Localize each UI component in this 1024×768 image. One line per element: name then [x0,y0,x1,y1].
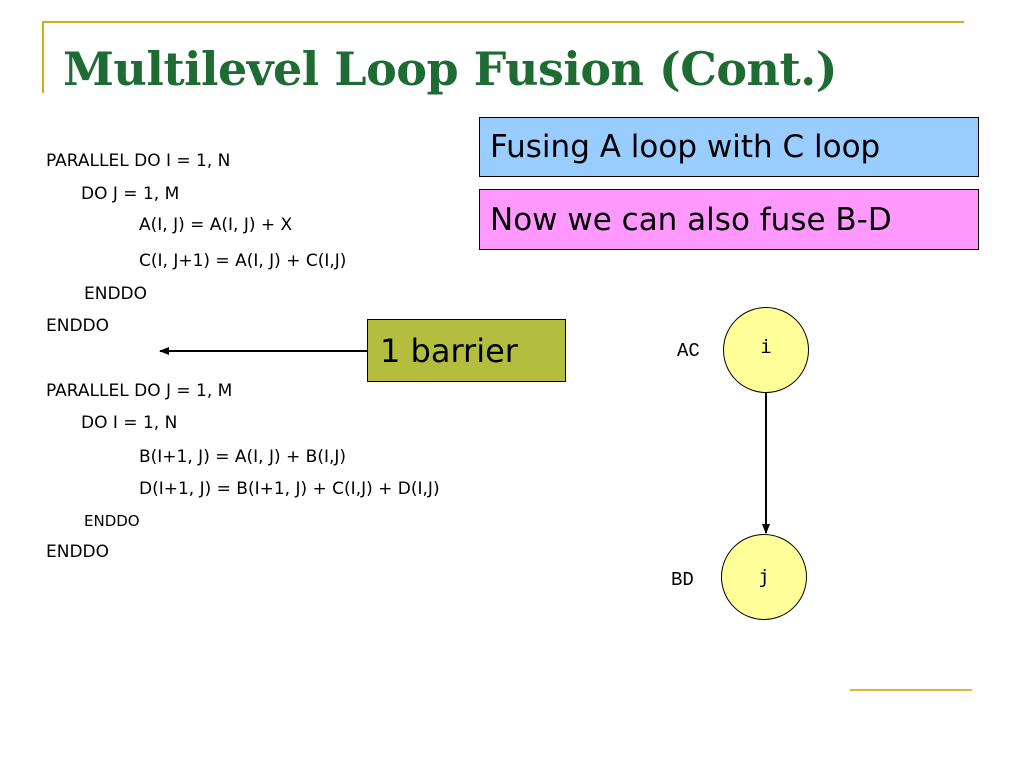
graph-node-j-text: j [758,566,770,588]
fuse-ac-callout: Fusing A loop with C loop [479,117,979,177]
code-block1-line4: C(I, J+1) = A(I, J) + C(I,J) [139,251,347,271]
code-block1-line3: A(I, J) = A(I, J) + X [139,215,293,235]
graph-node-i: i [723,307,809,393]
fuse-bd-callout: Now we can also fuse B-D [479,189,979,250]
code-block1-line5: ENDDO [84,284,148,304]
graph-node-i-text: i [760,336,772,358]
code-block1-line6: ENDDO [46,316,110,336]
node-j-label: BD [671,569,694,591]
code-block2-line5: ENDDO [84,512,140,530]
accent-left-rule [42,21,44,93]
node-i-label: AC [677,340,700,362]
code-block1-line1: PARALLEL DO I = 1, N [46,151,231,171]
graph-node-j: j [721,534,807,620]
code-block2-line2: DO I = 1, N [81,413,178,433]
accent-top-rule [42,21,964,23]
code-block2-line6: ENDDO [46,542,110,562]
accent-bottom-rule [850,689,972,691]
code-block2-line4: D(I+1, J) = B(I+1, J) + C(I,J) + D(I,J) [139,479,440,499]
barrier-text: 1 barrier [380,331,518,370]
code-block2-line1: PARALLEL DO J = 1, M [46,381,233,401]
slide-title: Multilevel Loop Fusion (Cont.) [63,42,838,96]
fuse-bd-text: Now we can also fuse B-D [490,201,892,238]
code-block1-line2: DO J = 1, M [81,184,180,204]
barrier-callout: 1 barrier [367,319,566,382]
fuse-ac-text: Fusing A loop with C loop [490,129,881,165]
code-block2-line3: B(I+1, J) = A(I, J) + B(I,J) [139,447,347,467]
